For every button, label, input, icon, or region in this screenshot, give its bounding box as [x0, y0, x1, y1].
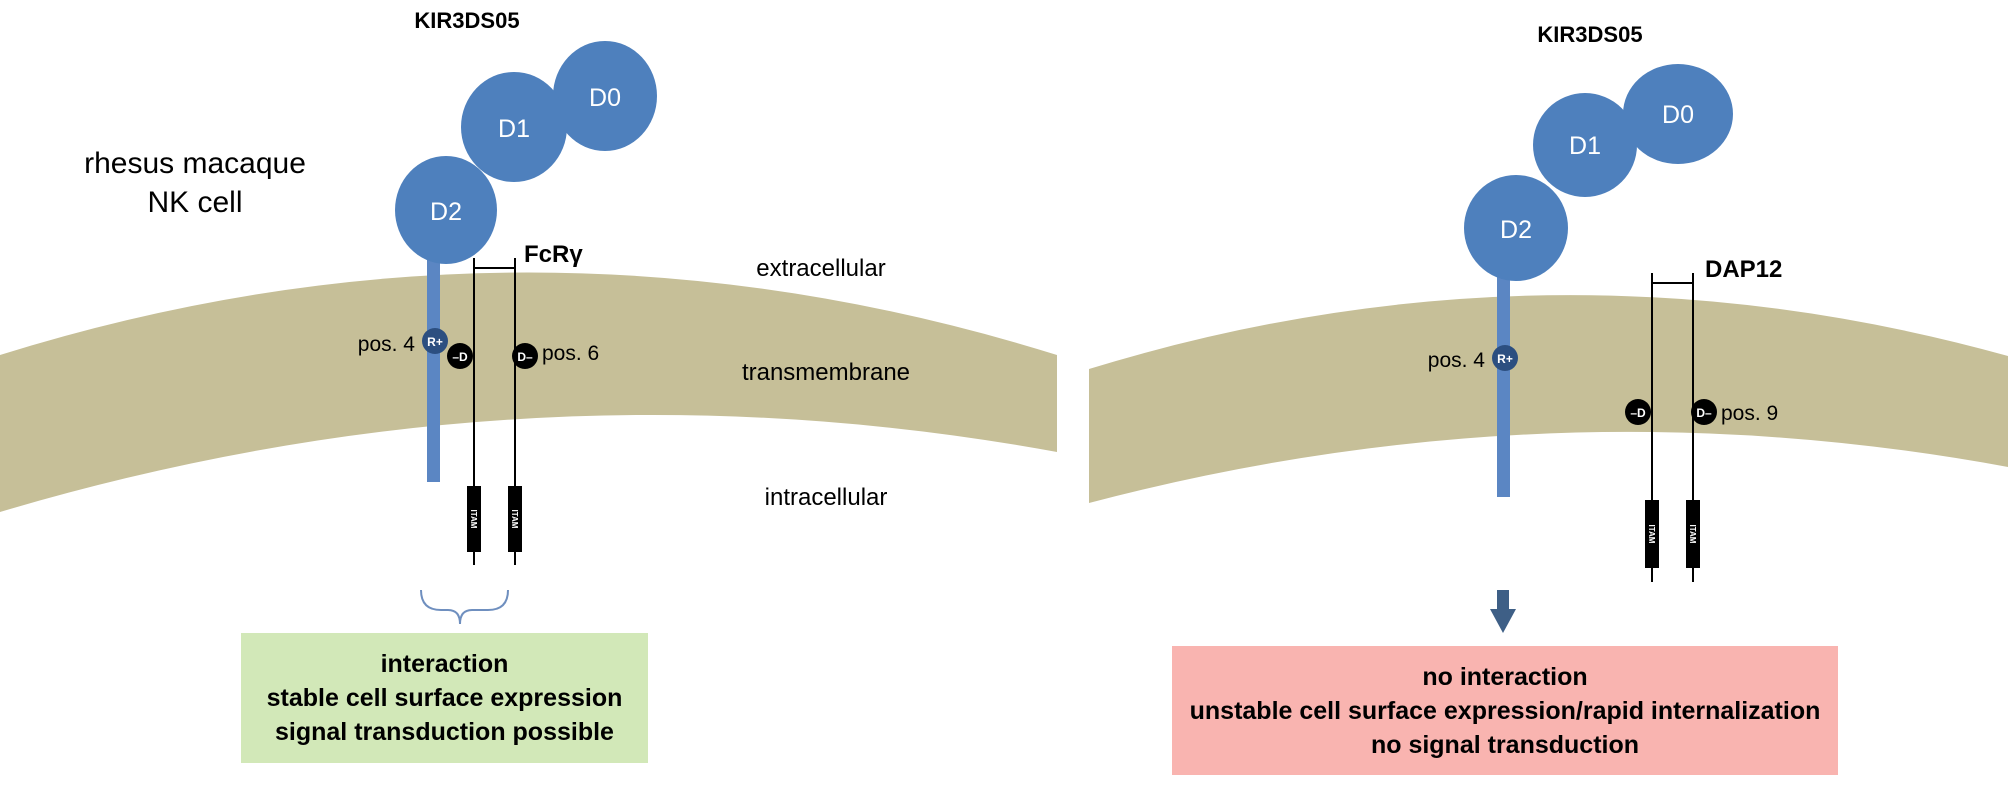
left-domain-d0 — [553, 41, 657, 151]
left-domain-d0-label: D0 — [589, 84, 621, 112]
left-domain-d2-label: D2 — [430, 198, 462, 226]
left-residue-r-plus-label: R+ — [427, 335, 443, 349]
outcome-interaction-line1: interaction — [380, 650, 509, 678]
region-transmembrane-label: transmembrane — [742, 359, 910, 386]
right-residue-r-plus — [1492, 345, 1518, 371]
right-domain-d1 — [1533, 93, 1637, 197]
outcome-box-interaction: interaction stable cell surface expressi… — [241, 633, 648, 763]
right-pos-adaptor: pos. 9 — [1721, 402, 1778, 425]
left-curly-brace — [420, 589, 509, 625]
left-itam-1-label: ITAM — [469, 510, 478, 529]
left-pos-adaptor: pos. 6 — [542, 342, 599, 365]
right-receptor-name: KIR3DS05 — [1537, 22, 1642, 47]
outcome-no-interaction-line1: no interaction — [1422, 662, 1588, 691]
right-itam-2-label: ITAM — [1688, 525, 1697, 544]
right-pos-receptor: pos. 4 — [1428, 349, 1486, 372]
outcome-box-no-interaction: no interaction unstable cell surface exp… — [1172, 646, 1838, 775]
left-receptor-name: KIR3DS05 — [414, 8, 519, 33]
left-cell-label-line1: rhesus macaque — [84, 147, 306, 180]
right-domain-d1-label: D1 — [1569, 132, 1601, 160]
right-residue-d-1-label: –D — [1630, 406, 1646, 420]
left-pos-receptor: pos. 4 — [358, 333, 416, 356]
left-membrane — [0, 272, 1057, 512]
left-residue-d-2-label: D– — [517, 350, 533, 364]
right-itam-1-label: ITAM — [1647, 525, 1656, 544]
left-itam-2 — [508, 486, 522, 552]
left-domain-d1-label: D1 — [498, 115, 530, 143]
right-membrane — [1089, 295, 2008, 503]
right-residue-d-2-label: D– — [1696, 406, 1712, 420]
region-intracellular-label: intracellular — [765, 484, 888, 511]
left-panel: rhesus macaque NK cell KIR3DS05 D0 D1 D2… — [0, 8, 1057, 625]
left-residue-d-1-label: –D — [452, 350, 468, 364]
right-itam-1 — [1645, 500, 1659, 568]
right-down-arrow — [1490, 590, 1516, 633]
right-adaptor-name: DAP12 — [1705, 256, 1782, 283]
left-residue-r-plus — [422, 328, 448, 354]
right-domain-d2 — [1464, 175, 1568, 281]
right-domain-d2-label: D2 — [1500, 216, 1532, 244]
outcome-no-interaction-line3: no signal transduction — [1370, 730, 1640, 759]
right-panel: KIR3DS05 D0 D1 D2 DAP12 ITAM ITAM R+ –D … — [1089, 22, 2008, 633]
right-domain-d0-label: D0 — [1662, 101, 1694, 129]
left-receptor-stem — [427, 245, 440, 482]
right-residue-d-1 — [1625, 399, 1651, 425]
outcome-interaction-line2: stable cell surface expression — [266, 684, 623, 712]
left-domain-d1 — [461, 72, 567, 182]
right-residue-d-2 — [1691, 399, 1717, 425]
right-receptor-stem — [1497, 262, 1510, 497]
left-adaptor-name: FcRγ — [524, 241, 583, 268]
right-itam-2 — [1686, 500, 1700, 568]
left-cell-label-line2: NK cell — [147, 186, 242, 219]
region-extracellular-label: extracellular — [756, 255, 885, 282]
left-itam-2-label: ITAM — [510, 510, 519, 529]
right-domain-d0 — [1623, 64, 1733, 164]
left-domain-d2 — [395, 156, 497, 264]
left-itam-1 — [467, 486, 481, 552]
outcome-interaction-line3: signal transduction possible — [275, 718, 614, 746]
left-residue-d-2 — [512, 343, 538, 369]
right-residue-r-plus-label: R+ — [1497, 352, 1513, 366]
left-residue-d-1 — [447, 343, 473, 369]
outcome-no-interaction-line2: unstable cell surface expression/rapid i… — [1189, 696, 1821, 725]
